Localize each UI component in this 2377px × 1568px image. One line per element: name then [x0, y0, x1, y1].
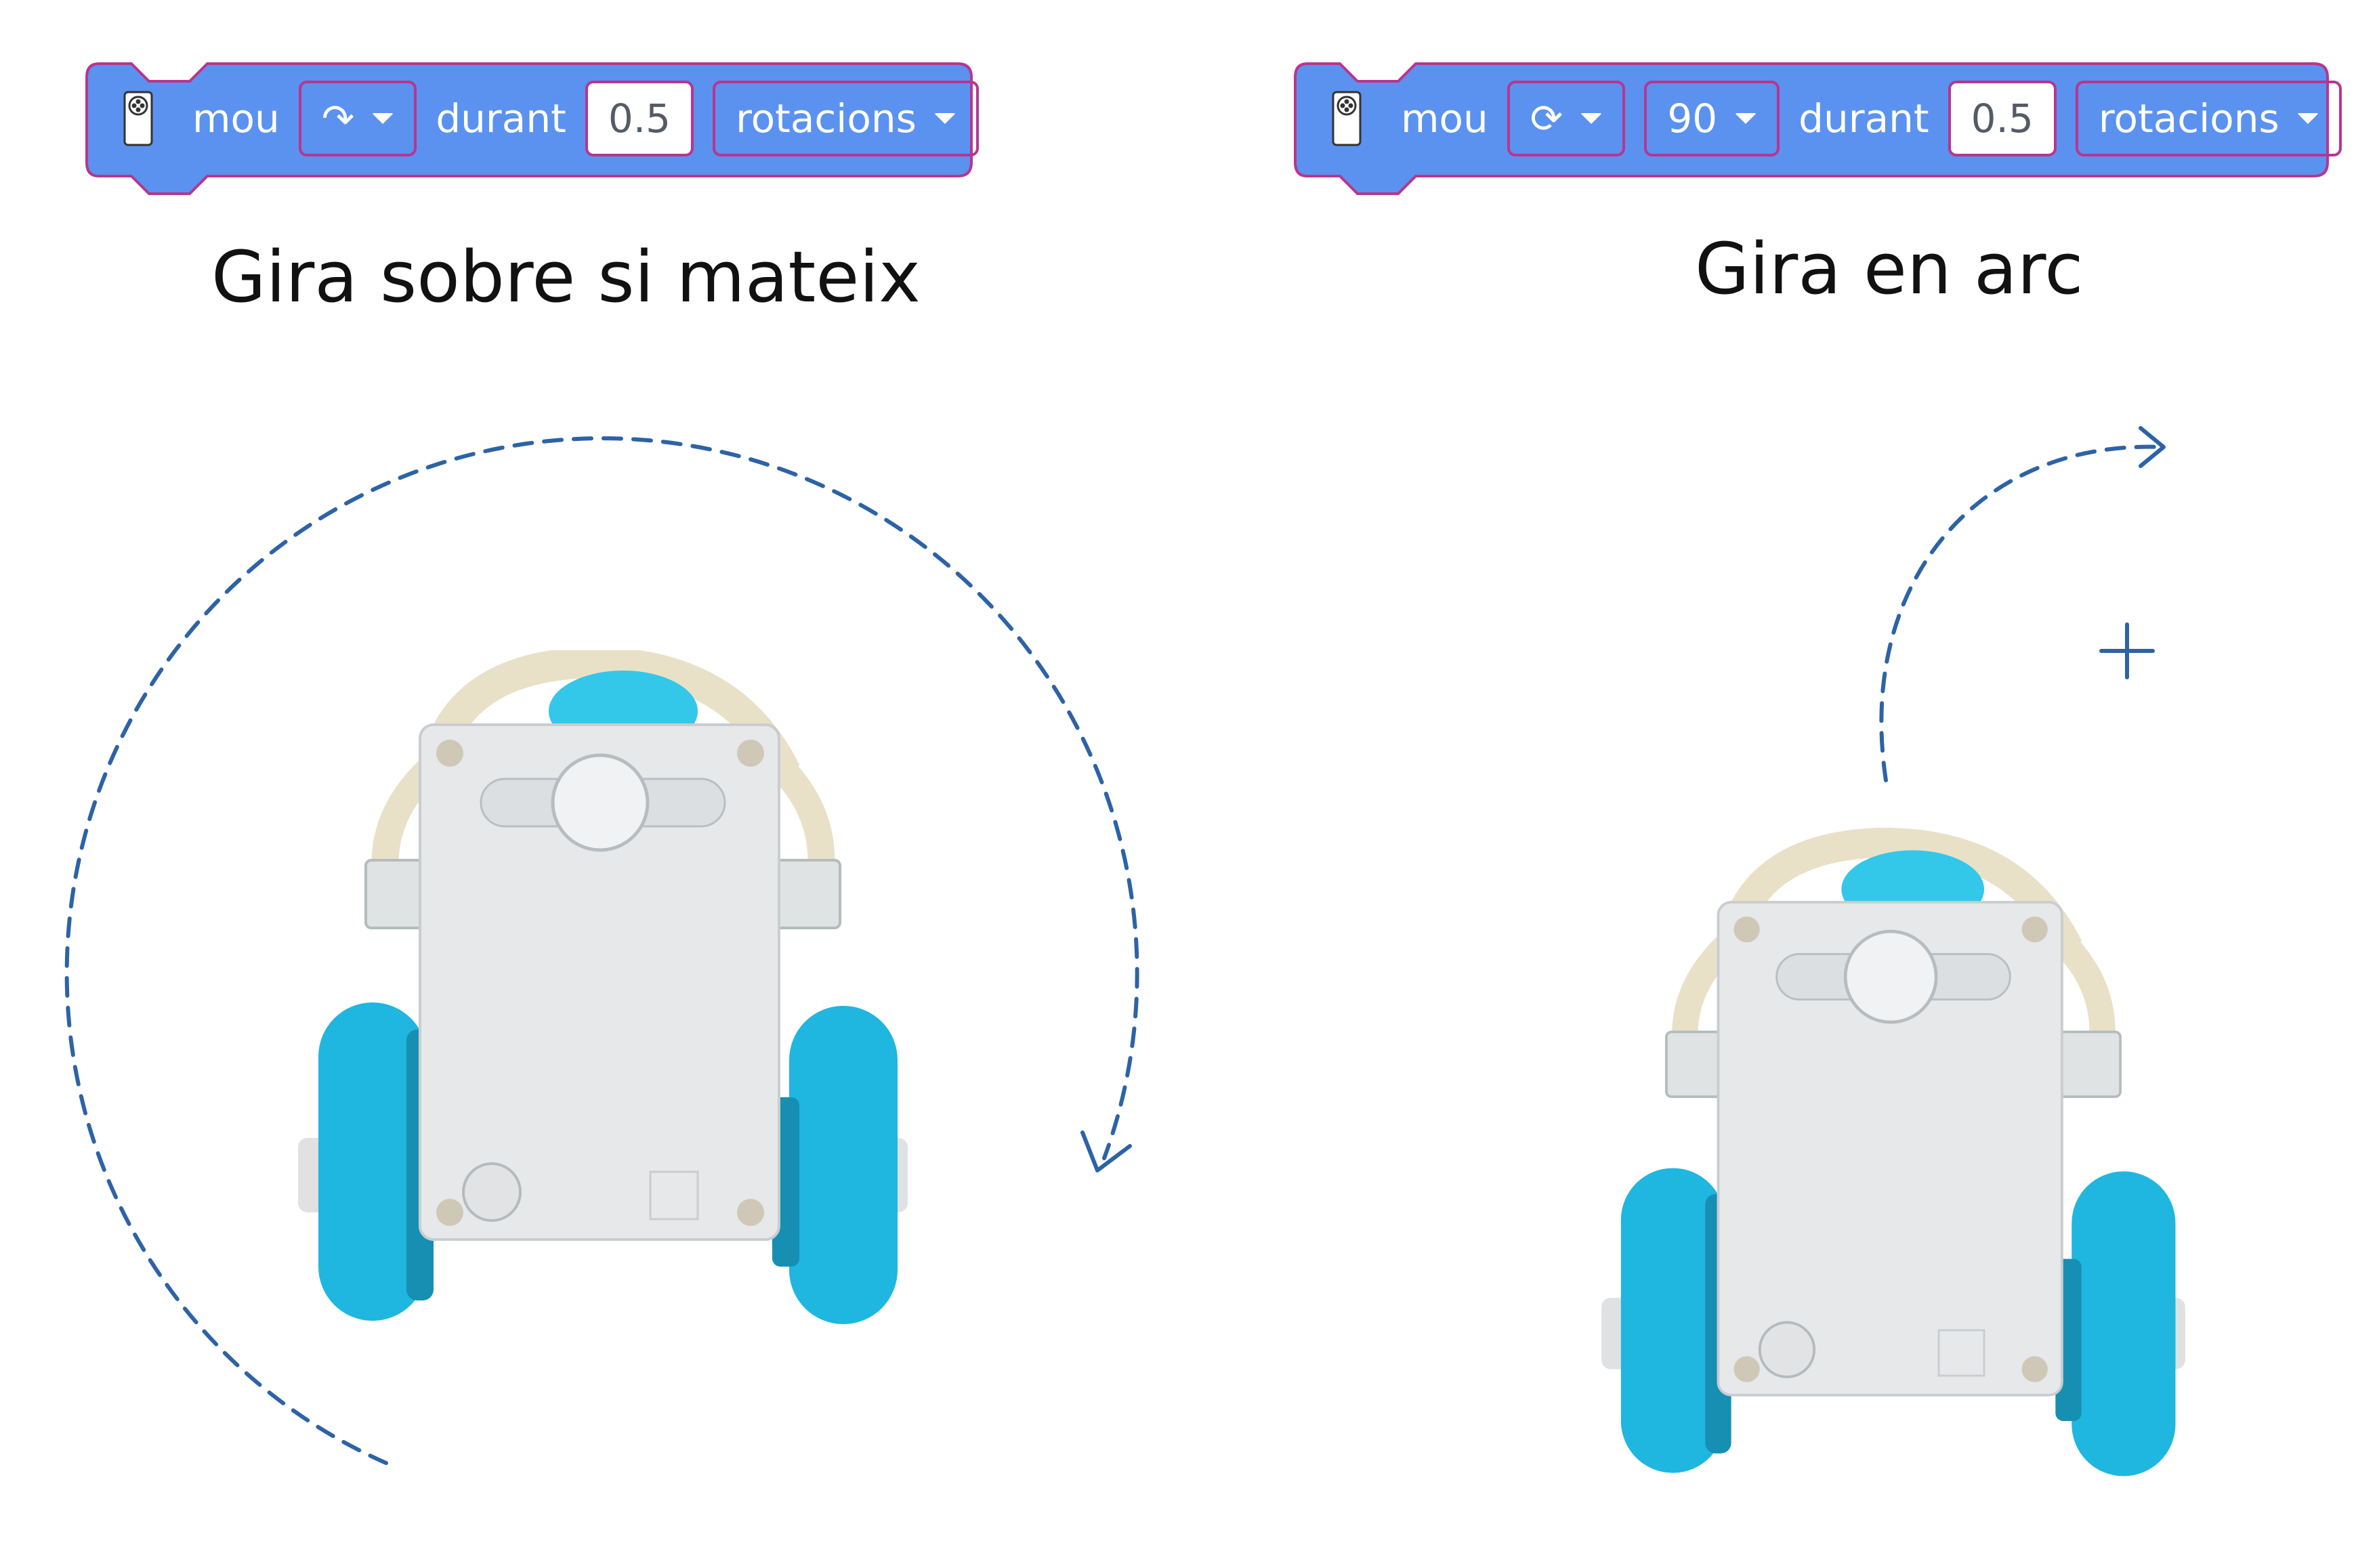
block-shape — [1294, 62, 2329, 195]
arrow-head — [2139, 426, 2166, 468]
caption-arc: Gira en arc — [1695, 228, 2084, 310]
unit-dropdown[interactable]: rotacions — [2075, 81, 2342, 156]
move-label: mou — [1401, 96, 1488, 142]
dashed-path-arrow — [1879, 444, 2163, 782]
unit-value: rotacions — [2098, 96, 2279, 142]
dashed-path-arrow — [64, 436, 1139, 1465]
move-block-arc[interactable]: mou ⟳ 90 durant 0.5 rotacions — [1292, 61, 2342, 195]
caption-spin: Gira sobre si mateix — [211, 236, 921, 318]
block-shape — [85, 62, 973, 195]
direction-dropdown[interactable]: ⟳ — [1507, 81, 1626, 156]
caret-down-icon — [372, 113, 394, 124]
rotate-icon: ↷ — [321, 96, 355, 142]
move-block-spin[interactable]: mou ↷ durant 0.5 rotacions — [84, 61, 979, 195]
for-label: durant — [436, 96, 566, 142]
caret-down-icon — [933, 113, 956, 124]
caret-down-icon — [1580, 113, 1603, 124]
robot-left — [298, 650, 908, 1324]
for-label: durant — [1798, 96, 1929, 142]
amount-input[interactable]: 0.5 — [1948, 81, 2057, 156]
unit-dropdown[interactable]: rotacions — [713, 81, 979, 156]
pivot-cross-icon — [2099, 622, 2155, 679]
robot-right — [1601, 827, 2185, 1477]
robot-icon — [1332, 91, 1362, 146]
angle-dropdown[interactable]: 90 — [1644, 81, 1780, 156]
caret-down-icon — [2296, 113, 2319, 124]
caret-down-icon — [1735, 113, 1757, 124]
amount-input[interactable]: 0.5 — [585, 81, 694, 156]
unit-value: rotacions — [736, 96, 917, 142]
arrow-head — [1080, 1130, 1132, 1172]
robot-icon — [123, 91, 153, 146]
move-label: mou — [192, 96, 280, 142]
angle-value: 90 — [1667, 96, 1718, 142]
rotate-icon: ⟳ — [1530, 96, 1563, 142]
direction-dropdown[interactable]: ↷ — [298, 81, 417, 156]
